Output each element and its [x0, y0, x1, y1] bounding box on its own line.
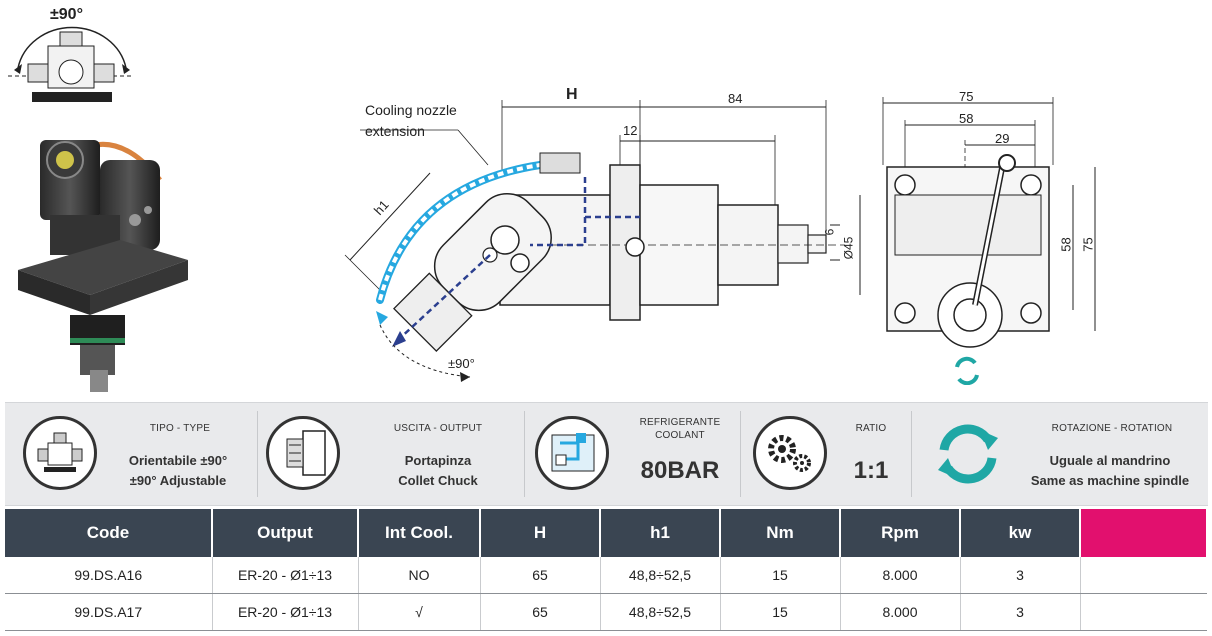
cell-nm: 15 — [720, 557, 841, 594]
cooling-nozzle-label-1: Cooling nozzle — [365, 102, 457, 118]
side-29: 29 — [995, 131, 1010, 146]
side-58-right: 58 — [1058, 237, 1074, 252]
rotation-panel: ROTAZIONE - ROTATION Uguale al mandrino … — [912, 403, 1208, 505]
orientation-diagram: ±90° — [6, 6, 136, 106]
side-75-right: 75 — [1080, 237, 1096, 252]
type-line1: Orientabile ±90° — [128, 453, 228, 468]
cell-output: ER-20 - Ø1÷13 — [212, 557, 359, 594]
rotation-line1: Uguale al mandrino — [1049, 453, 1171, 468]
type-line2: ±90° Adjustable — [129, 473, 227, 488]
table-row: 99.DS.A16 ER-20 - Ø1÷13 NO 65 48,8÷52,5 … — [5, 557, 1207, 594]
info-strip: TIPO - TYPE Orientabile ±90° ±90° Adjust… — [5, 402, 1208, 506]
rotation-line2: Same as machine spindle — [1030, 473, 1190, 488]
cell-output: ER-20 - Ø1÷13 — [212, 593, 359, 631]
adjustable-head-icon — [23, 416, 97, 490]
coolant-panel: REFRIGERANTE COOLANT 80BAR — [525, 403, 740, 505]
product-render — [10, 120, 195, 395]
dim-h-label: H — [566, 86, 578, 103]
gears-icon — [753, 416, 827, 490]
header-h: H — [480, 509, 601, 557]
type-panel: TIPO - TYPE Orientabile ±90° ±90° Adjust… — [5, 403, 257, 505]
ratio-title: RATIO — [855, 423, 887, 434]
rotate-small-icon — [955, 356, 979, 386]
orientation-icon — [8, 26, 134, 102]
collet-chuck-icon — [266, 416, 340, 490]
cooling-nozzle-label-2: extension — [365, 123, 425, 139]
rotation-label-front: ±90° — [448, 356, 475, 371]
rotation-arrows-icon — [938, 424, 998, 484]
dim-84-label: 84 — [728, 91, 743, 106]
cell-rpm: 8.000 — [840, 557, 961, 594]
header-nm: Nm — [720, 509, 841, 557]
cell-kw: 3 — [960, 557, 1081, 594]
output-panel: USCITA - OUTPUT Portapinza Collet Chuck — [258, 403, 524, 505]
coolant-title-2: COOLANT — [655, 430, 705, 441]
header-h1: h1 — [600, 509, 721, 557]
header-int-cool: Int Cool. — [358, 509, 481, 557]
cell-extra — [1080, 557, 1207, 594]
header-kw: kw — [960, 509, 1081, 557]
dim-12-label: 12 — [623, 123, 638, 138]
header-rpm: Rpm — [840, 509, 961, 557]
header-output: Output — [212, 509, 359, 557]
cell-extra — [1080, 593, 1207, 631]
side-technical-drawing: 75 58 29 58 75 — [875, 85, 1105, 386]
side-75-top: 75 — [959, 89, 974, 104]
tool-holder-image — [18, 140, 188, 392]
side-58-top: 58 — [959, 111, 974, 126]
cell-int-cool: NO — [358, 557, 481, 594]
output-title: USCITA - OUTPUT — [393, 423, 483, 434]
spec-table: Code Output Int Cool. H h1 Nm Rpm kw 99.… — [5, 509, 1208, 631]
coolant-icon — [535, 416, 609, 490]
coolant-value: 80BAR — [640, 457, 720, 484]
cell-code: 99.DS.A17 — [5, 593, 213, 631]
cell-code: 99.DS.A16 — [5, 557, 213, 594]
cell-rpm: 8.000 — [840, 593, 961, 631]
rotation-label-top: ±90° — [50, 6, 83, 23]
table-row: 99.DS.A17 ER-20 - Ø1÷13 √ 65 48,8÷52,5 1… — [5, 593, 1207, 631]
front-technical-drawing: Cooling nozzle extension H 84 12 h1 6 Ø4… — [340, 85, 870, 385]
header-accent — [1080, 509, 1208, 557]
cell-int-cool-check: √ — [358, 593, 481, 631]
cell-h: 65 — [480, 557, 601, 594]
side-view-svg — [882, 97, 1096, 386]
front-view-svg — [344, 100, 861, 382]
dim-6-label: 6 — [822, 228, 837, 236]
cell-h1: 48,8÷52,5 — [600, 557, 721, 594]
cell-h: 65 — [480, 593, 601, 631]
cell-kw: 3 — [960, 593, 1081, 631]
type-title: TIPO - TYPE — [149, 423, 211, 434]
cell-nm: 15 — [720, 593, 841, 631]
ratio-value: 1:1 — [853, 457, 889, 484]
output-line1: Portapinza — [404, 453, 472, 468]
table-header-row: Code Output Int Cool. H h1 Nm Rpm kw — [5, 509, 1208, 557]
coolant-title-1: REFRIGERANTE — [639, 417, 721, 428]
output-line2: Collet Chuck — [398, 473, 478, 488]
rotation-title: ROTAZIONE - ROTATION — [1051, 423, 1173, 434]
cell-h1: 48,8÷52,5 — [600, 593, 721, 631]
dim-d45-label: Ø45 — [841, 236, 856, 260]
header-code: Code — [5, 509, 213, 557]
ratio-panel: RATIO 1:1 — [741, 403, 911, 505]
